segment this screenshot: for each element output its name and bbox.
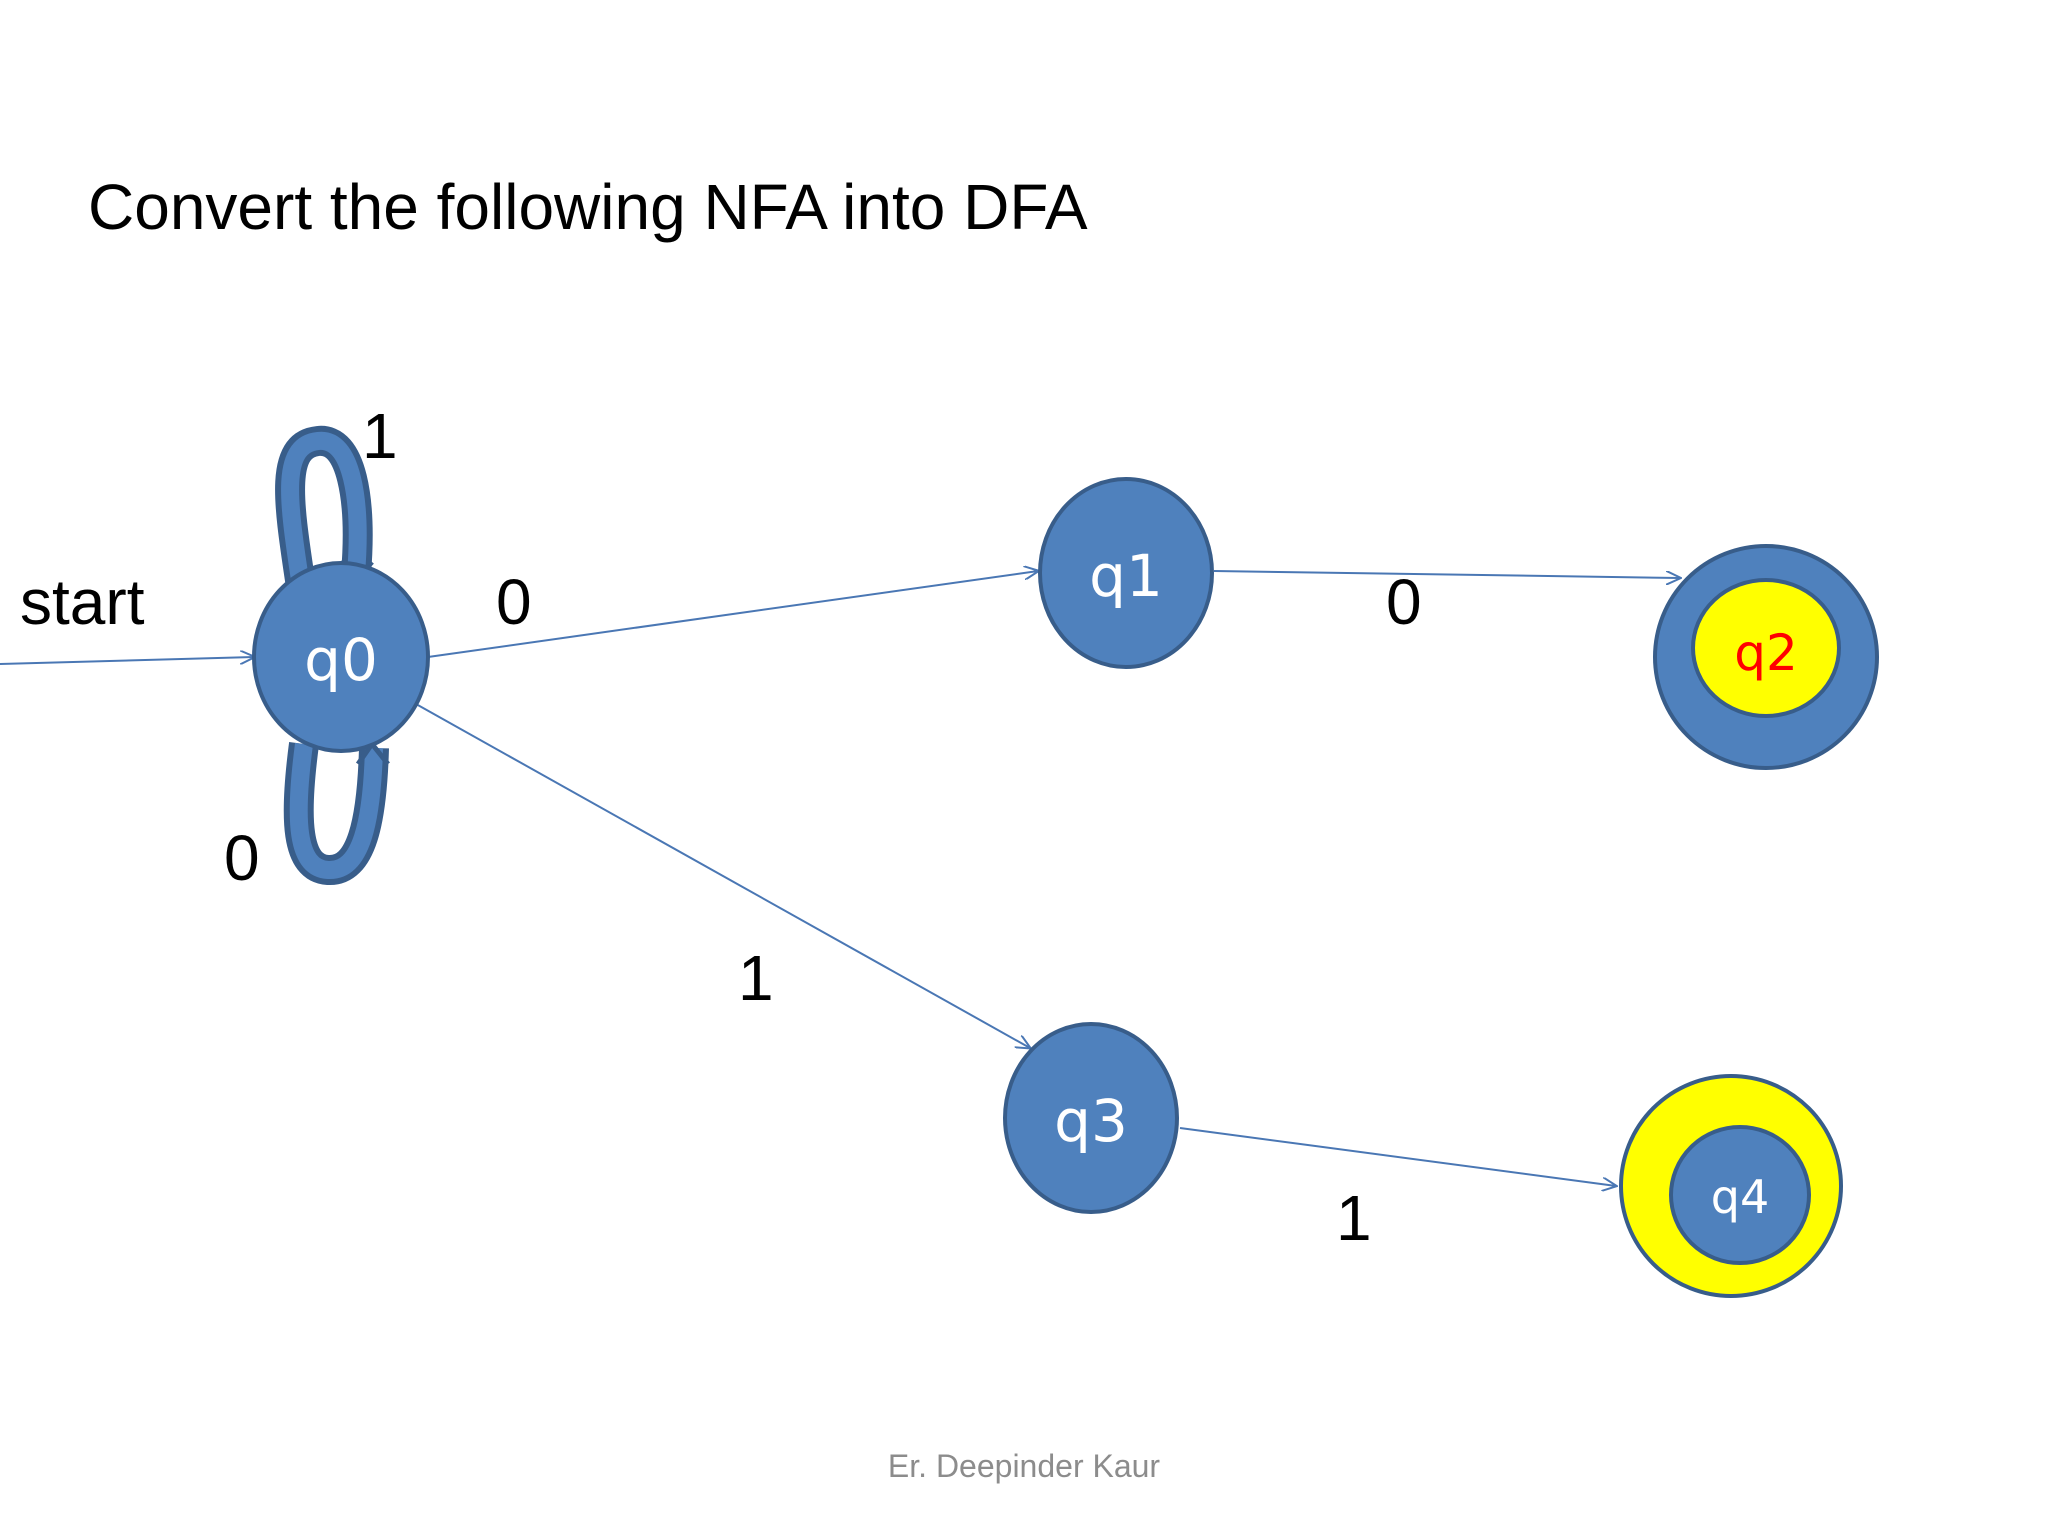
edge-q0-q1 [427,571,1038,658]
state-q4: q4 [1619,1074,1843,1298]
footer-author: Er. Deepinder Kaur [887,1448,1161,1484]
edge-q0-q3-label: 1 [738,942,774,1014]
state-q0-label: q0 [304,626,378,694]
q0-self-loop-bottom [283,739,390,885]
q0-self-loop-bottom-label: 0 [224,822,260,894]
state-q3-label: q3 [1054,1087,1128,1155]
state-q4-label: q4 [1711,1170,1769,1224]
edge-q3-q4-label: 1 [1336,1182,1372,1254]
edge-q0-q1-label: 0 [496,566,532,638]
edge-q0-q3 [415,703,1030,1048]
edge-q1-q2 [1213,570,1680,578]
edge-q3-q4 [1179,1127,1616,1186]
q0-self-loop-top [275,425,374,584]
slide-title: Convert the following NFA into DFA [88,171,1088,243]
state-q3: q3 [1003,1022,1179,1214]
state-q0: q0 [252,561,430,753]
start-arrow [0,657,254,665]
state-q1: q1 [1038,477,1214,669]
start-label: start [20,566,145,638]
state-q2-label: q2 [1734,624,1798,682]
state-q2: q2 [1653,544,1879,770]
state-q1-label: q1 [1089,542,1163,610]
q0-self-loop-top-label: 1 [362,400,398,472]
edge-q1-q2-label: 0 [1386,566,1422,638]
